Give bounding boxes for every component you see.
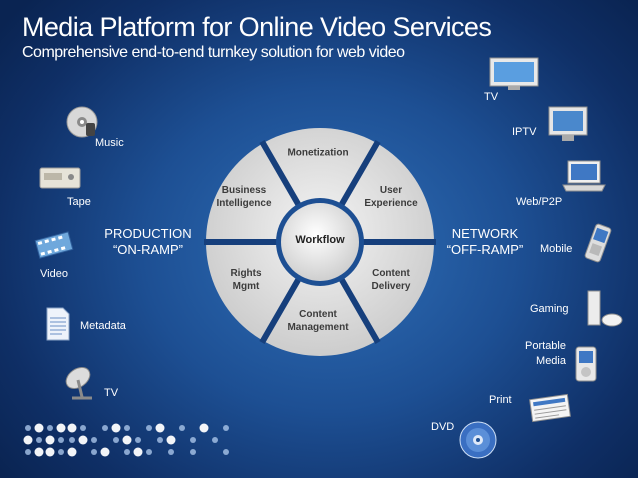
decorative-dot: [113, 437, 119, 443]
laptop-icon: [562, 160, 606, 192]
hub: [281, 203, 359, 281]
decorative-dot: [146, 425, 152, 431]
portable-line1: Portable: [525, 340, 566, 352]
label-web-p2p: Web/P2P: [516, 196, 563, 208]
segment-line: Business: [221, 185, 267, 196]
decorative-dot: [78, 435, 88, 445]
decorative-dot: [47, 425, 53, 431]
music-cd-icon: [66, 106, 98, 138]
decorative-dot: [157, 437, 163, 443]
decorative-dot: [111, 423, 121, 433]
segment-line: Rights: [230, 268, 262, 279]
decorative-dot: [69, 437, 75, 443]
label-tv-source: TV: [104, 387, 119, 399]
decorative-dot: [36, 437, 42, 443]
segment-line: Mgmt: [232, 281, 260, 292]
decorative-dot: [58, 437, 64, 443]
decorative-dot: [190, 437, 196, 443]
segment-content-management: Content Management: [287, 308, 348, 334]
segment-line: User: [379, 185, 403, 196]
metadata-document-icon: [46, 307, 70, 341]
decorative-dot: [58, 449, 64, 455]
game-console-icon: [587, 290, 623, 327]
decorative-dot: [56, 423, 66, 433]
decorative-dot: [223, 449, 229, 455]
label-tv-output: TV: [484, 91, 499, 103]
label-print: Print: [489, 394, 512, 406]
portable-media-player-icon: [575, 346, 597, 382]
network-line2: “OFF-RAMP”: [446, 242, 524, 257]
decorative-dot: [146, 449, 152, 455]
production-line2: “ON-RAMP”: [112, 242, 184, 257]
decorative-dot: [124, 425, 130, 431]
tape-deck-icon: [39, 167, 81, 189]
decorative-dot: [124, 449, 130, 455]
decorative-dot: [166, 435, 176, 445]
flat-tv-icon: [489, 57, 539, 90]
decorative-dot: [212, 437, 218, 443]
decorative-dot: [25, 425, 31, 431]
segment-line: Content: [299, 309, 337, 320]
segment-line: Delivery: [371, 281, 411, 292]
decorative-dot: [91, 449, 97, 455]
portable-line2: Media: [536, 355, 566, 367]
mobile-phone-icon: [584, 223, 612, 263]
decorative-dot: [122, 435, 132, 445]
production-label: PRODUCTION “ON-RAMP”: [100, 226, 196, 258]
segment-business-intelligence: Business Intelligence: [216, 184, 271, 210]
decorative-dot: [23, 435, 33, 445]
label-tape: Tape: [67, 196, 91, 208]
decorative-dot: [133, 447, 143, 457]
decorative-dot: [100, 447, 110, 457]
segment-user-experience: User Experience: [364, 184, 417, 210]
decorative-dot: [190, 449, 196, 455]
decorative-dot: [45, 447, 55, 457]
decorative-dot: [199, 423, 209, 433]
segment-line: Content: [372, 268, 410, 279]
decorative-dot: [45, 435, 55, 445]
decorative-dot-pattern: [23, 423, 229, 457]
decorative-dot: [135, 437, 141, 443]
segment-content-delivery: Content Delivery: [372, 267, 411, 293]
decorative-dot: [179, 425, 185, 431]
decorative-dot: [80, 425, 86, 431]
decorative-dot: [168, 449, 174, 455]
label-mobile: Mobile: [540, 243, 573, 255]
label-metadata: Metadata: [80, 320, 126, 332]
label-video: Video: [40, 268, 68, 280]
video-film-icon: [34, 231, 74, 259]
label-dvd: DVD: [431, 421, 455, 433]
slide-title: Media Platform for Online Video Services: [22, 12, 492, 42]
network-label: NETWORK “OFF-RAMP”: [440, 226, 530, 258]
segment-rights-mgmt: Rights Mgmt: [230, 267, 261, 293]
segment-monetization: Monetization: [287, 147, 348, 160]
iptv-monitor-icon: [548, 106, 588, 141]
segment-line: Management: [287, 322, 349, 333]
newspaper-icon: [529, 393, 571, 423]
label-portable-media: Portable Media: [512, 339, 566, 369]
production-line1: PRODUCTION: [104, 226, 192, 241]
decorative-dot: [34, 447, 44, 457]
satellite-dish-icon: [65, 367, 92, 400]
decorative-dot: [67, 423, 77, 433]
decorative-dot: [34, 423, 44, 433]
decorative-dot: [102, 425, 108, 431]
segment-line: Experience: [364, 198, 418, 209]
label-music: Music: [95, 137, 124, 149]
label-iptv: IPTV: [512, 126, 537, 138]
segment-line: Monetization: [287, 147, 349, 159]
decorative-dot: [91, 437, 97, 443]
segment-line: Intelligence: [216, 198, 272, 209]
workflow-label: Workflow: [295, 234, 345, 246]
dvd-disc-icon: [459, 421, 497, 459]
decorative-dot: [223, 425, 229, 431]
network-line1: NETWORK: [451, 226, 519, 241]
decorative-dot: [67, 447, 77, 457]
slide-subtitle: Comprehensive end-to-end turnkey solutio…: [22, 44, 405, 61]
decorative-dot: [155, 423, 165, 433]
decorative-dot: [25, 449, 31, 455]
label-gaming: Gaming: [530, 303, 569, 315]
